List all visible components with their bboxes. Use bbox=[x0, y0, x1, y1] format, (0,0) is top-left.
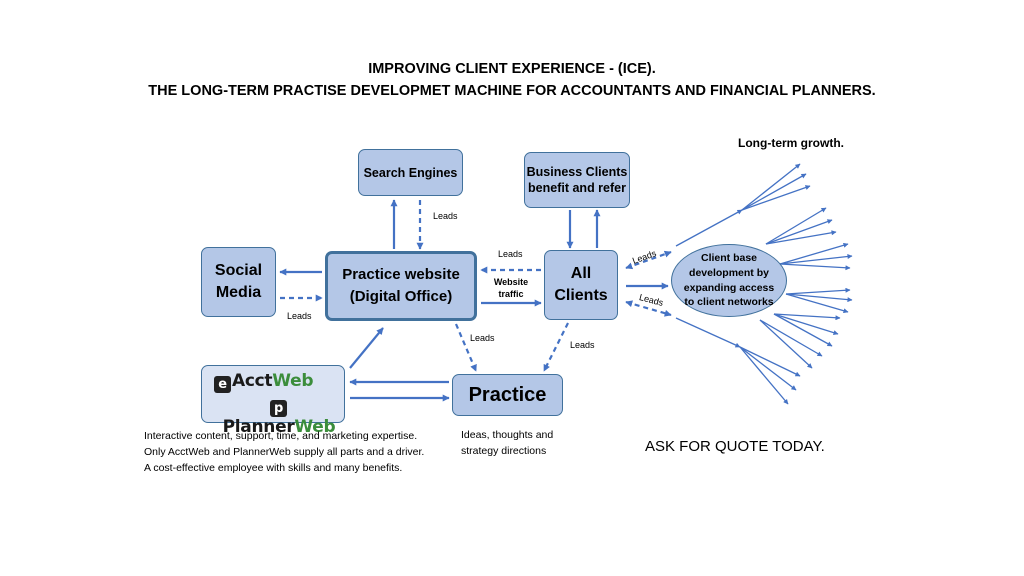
all-clients-node: All Clients bbox=[544, 250, 618, 320]
edge-label-leads-clients-website: Leads bbox=[498, 249, 523, 259]
acctweb-logo-text-a: Acct bbox=[232, 371, 273, 391]
edge-label-website-traffic: Website traffic bbox=[493, 277, 529, 299]
plannerweb-logo-icon: p bbox=[270, 400, 287, 417]
growth-fan bbox=[675, 163, 853, 405]
long-term-growth-label: Long-term growth. bbox=[738, 136, 844, 150]
arrow-leads-upper bbox=[625, 250, 672, 270]
edge-label-leads-website-practice: Leads bbox=[470, 333, 495, 343]
acctweb-logo-text-b: Web bbox=[272, 371, 314, 391]
plannerweb-logo: pPlannerWeb bbox=[214, 395, 344, 437]
client-base-node: Client base development by expanding acc… bbox=[671, 244, 787, 317]
plannerweb-logo-text-a: Planner bbox=[222, 417, 295, 437]
edge-label-leads-clients-practice: Leads bbox=[570, 340, 595, 350]
practice-node: Practice bbox=[452, 374, 563, 416]
practice-description: Ideas, thoughts and strategy directions bbox=[461, 429, 554, 457]
title-line-2: THE LONG-TERM PRACTISE DEVELOPMET MACHIN… bbox=[148, 83, 876, 99]
search-engines-node: Search Engines bbox=[358, 149, 463, 196]
acctweb-description: Interactive content, support, time, and … bbox=[144, 430, 425, 474]
plannerweb-logo-text-b: Web bbox=[294, 417, 336, 437]
title-line-1: IMPROVING CLIENT EXPERIENCE - (ICE). bbox=[368, 61, 656, 77]
edge-label-leads-social: Leads bbox=[287, 311, 312, 321]
arrow-website-to-practice bbox=[454, 323, 478, 372]
arrow-leads-lower bbox=[625, 300, 672, 317]
edge-label-leads-search: Leads bbox=[433, 211, 458, 221]
acctweb-logo-icon: e bbox=[214, 376, 231, 393]
arrow-clients-to-practice bbox=[543, 322, 569, 372]
business-clients-node: Business Clients benefit and refer bbox=[524, 152, 630, 208]
practice-website-node: Practice website (Digital Office) bbox=[325, 251, 477, 321]
social-media-node: Social Media bbox=[201, 247, 276, 317]
ask-for-quote-text: ASK FOR QUOTE TODAY. bbox=[645, 438, 825, 455]
arrow-logo-to-website bbox=[349, 327, 384, 369]
